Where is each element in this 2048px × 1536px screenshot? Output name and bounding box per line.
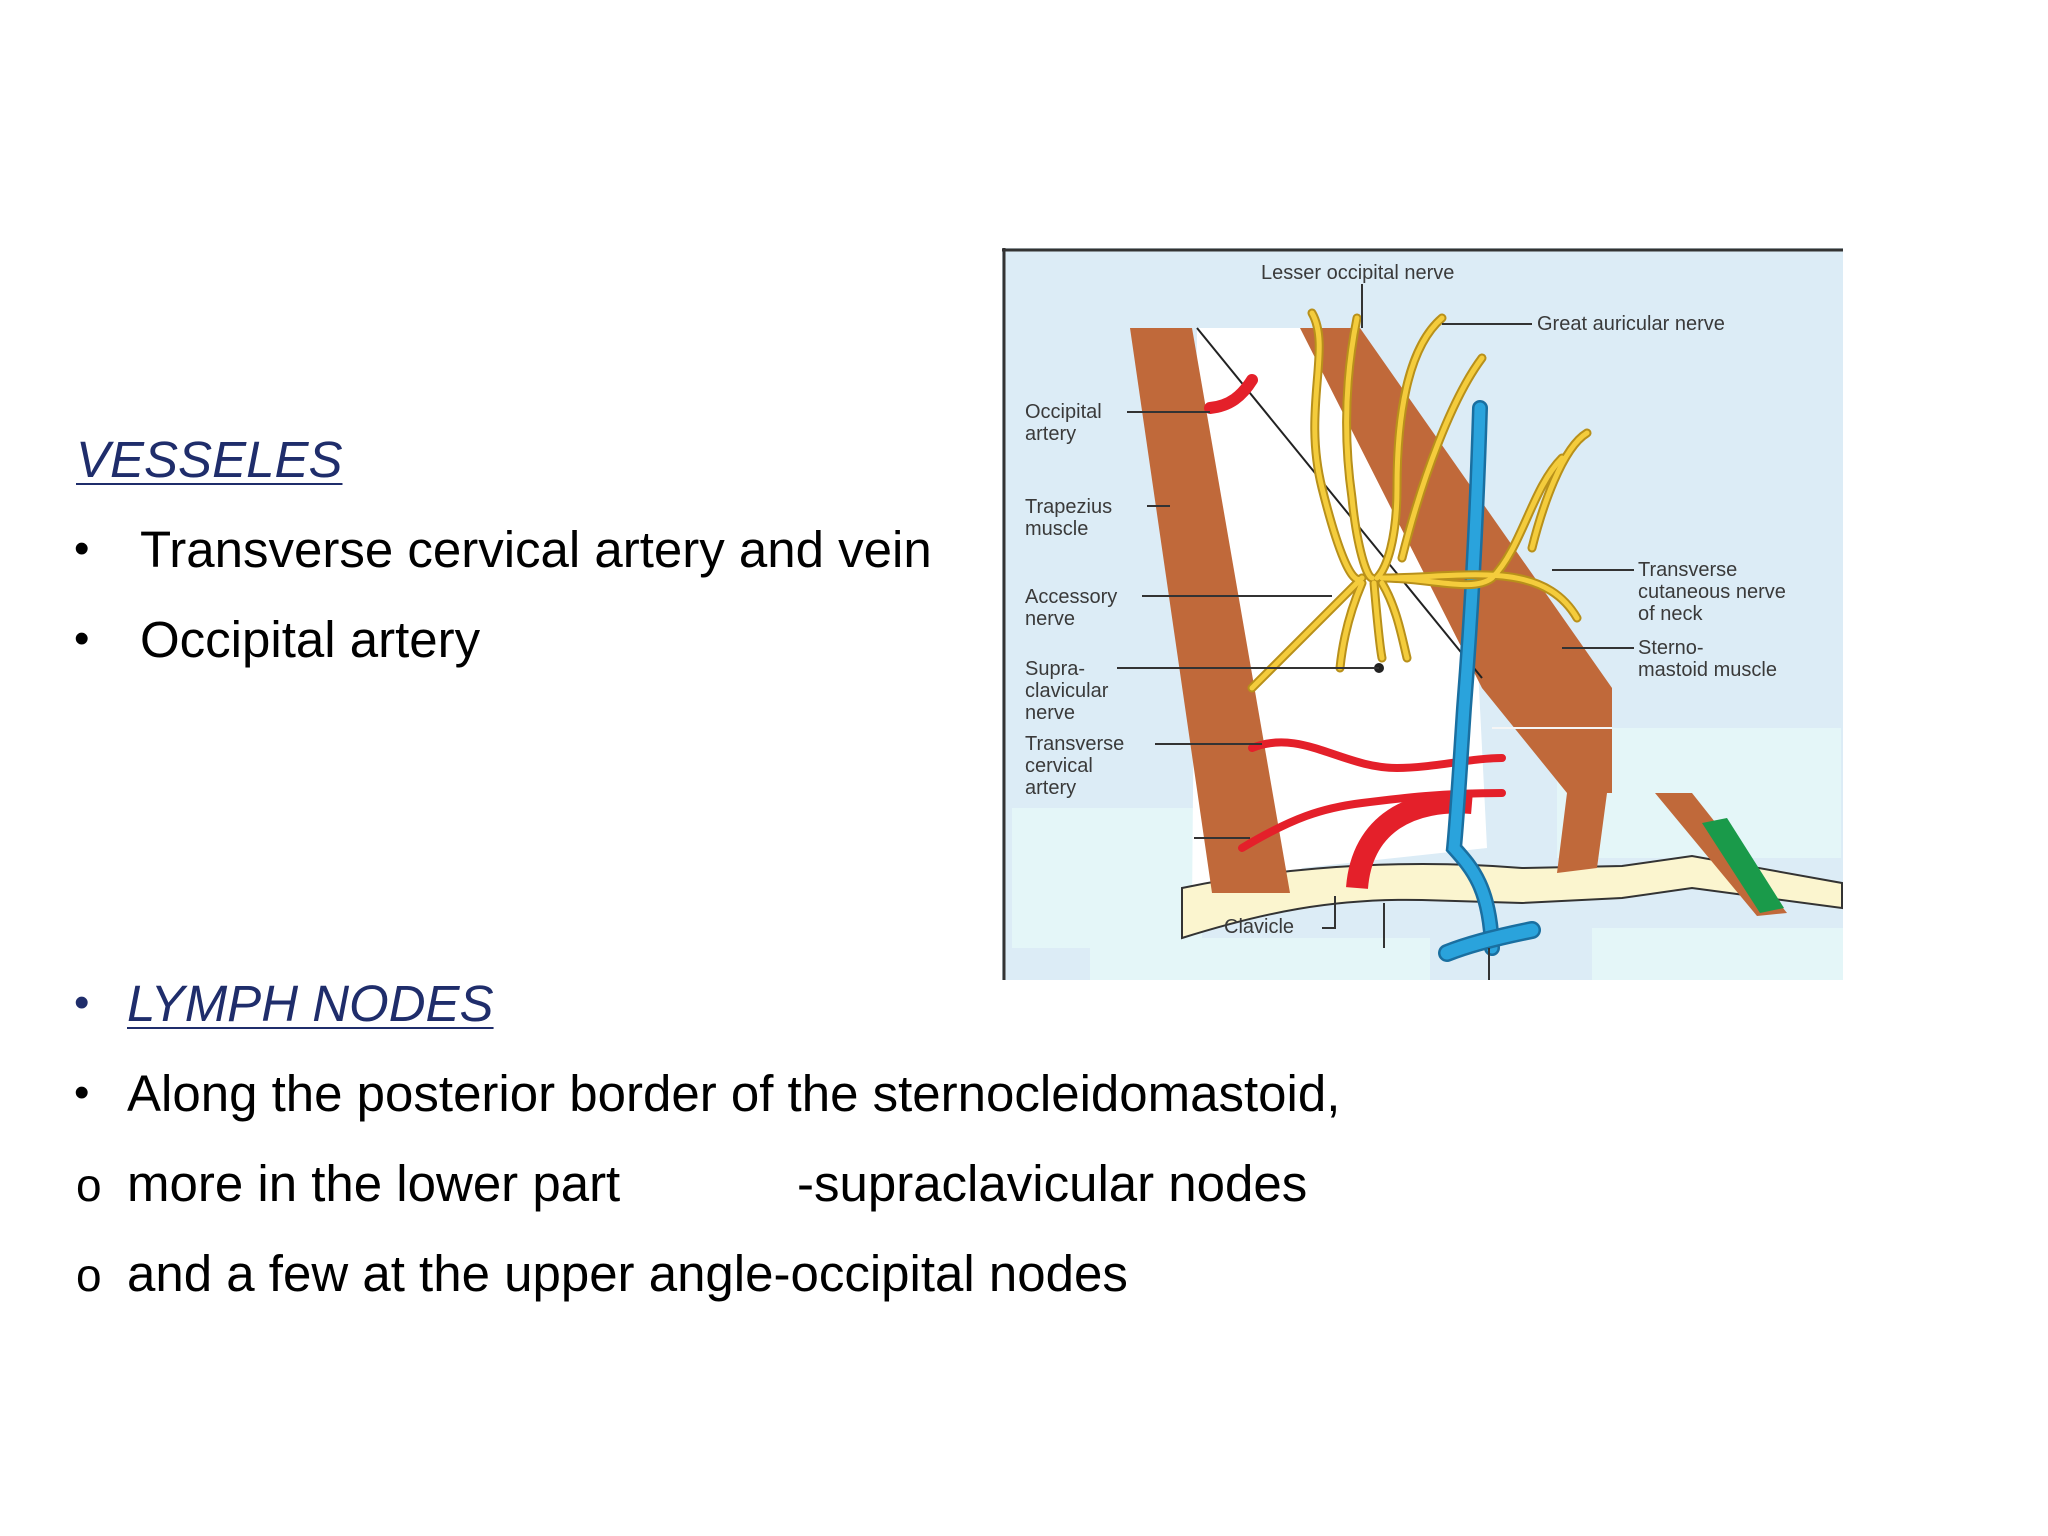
- bullet-marker: •: [74, 524, 90, 573]
- label-transverse-cervical-2: cervical: [1025, 755, 1093, 777]
- diagram-highlight-1: [1012, 808, 1202, 948]
- vessels-item-1: Transverse cervical artery and vein: [140, 521, 932, 578]
- label-transverse-cutaneous-3: of neck: [1638, 603, 1703, 625]
- label-lesser-occipital-nerve: Lesser occipital nerve: [1261, 262, 1454, 284]
- label-transverse-cervical-1: Transverse: [1025, 733, 1124, 755]
- label-transverse-cutaneous-2: cutaneous nerve: [1638, 581, 1786, 603]
- lymph-line-3: and a few at the upper angle-occipital n…: [127, 1245, 1128, 1302]
- cervical-plexus-nerves: [1247, 308, 1592, 693]
- label-occipital-artery-2: artery: [1025, 423, 1076, 445]
- circle-marker: o: [76, 1249, 102, 1301]
- label-clavicle: Clavicle: [1224, 916, 1294, 938]
- green-band: [1702, 818, 1784, 913]
- label-supraclavicular-3: nerve: [1025, 702, 1075, 724]
- diagram-highlight-2: [1090, 938, 1430, 980]
- label-accessory-1: Accessory: [1025, 586, 1117, 608]
- bullet-marker: •: [74, 1068, 90, 1117]
- circle-marker: o: [76, 1159, 102, 1211]
- vein-branch: [1440, 923, 1539, 960]
- diagram-highlight-4: [1592, 928, 1843, 980]
- label-accessory-2: nerve: [1025, 608, 1075, 630]
- lymph-heading: LYMPH NODES: [127, 975, 494, 1032]
- label-great-auricular-nerve: Great auricular nerve: [1537, 313, 1725, 335]
- bullet-marker: •: [74, 614, 90, 663]
- clavicle: [1181, 854, 1843, 940]
- label-transverse-cervical-3: artery: [1025, 777, 1076, 799]
- lymph-line-1: Along the posterior border of the sterno…: [127, 1065, 1341, 1122]
- label-supraclavicular-2: clavicular: [1025, 680, 1109, 702]
- label-sternomastoid-2: mastoid muscle: [1638, 659, 1777, 681]
- occipital-artery: [1204, 374, 1258, 414]
- bullet-marker: •: [74, 978, 90, 1027]
- lymph-line-2b: -supraclavicular nodes: [797, 1155, 1308, 1212]
- diagram-labels: Lesser occipital nerve Great auricular n…: [1025, 262, 1786, 938]
- leader-lines: [1117, 284, 1634, 980]
- label-trapezius-2: muscle: [1025, 518, 1088, 540]
- label-occipital-artery-1: Occipital: [1025, 401, 1102, 423]
- sternomastoid-muscle: [1300, 328, 1612, 873]
- vessels-heading: VESSELES: [76, 431, 343, 488]
- external-jugular-vein: [1448, 402, 1498, 954]
- label-trapezius-1: Trapezius: [1025, 496, 1112, 518]
- label-supraclavicular-1: Supra-: [1025, 658, 1085, 680]
- lymph-line-2a: more in the lower part: [127, 1155, 621, 1212]
- transverse-cervical-artery: [1248, 738, 1506, 773]
- trapezius-muscle: [1130, 328, 1290, 893]
- posterior-triangle-diagram: Lesser occipital nerve Great auricular n…: [1002, 248, 1843, 980]
- vessels-item-2: Occipital artery: [140, 611, 481, 668]
- label-sternomastoid-1: Sterno-: [1638, 637, 1704, 659]
- label-transverse-cutaneous-1: Transverse: [1638, 559, 1737, 581]
